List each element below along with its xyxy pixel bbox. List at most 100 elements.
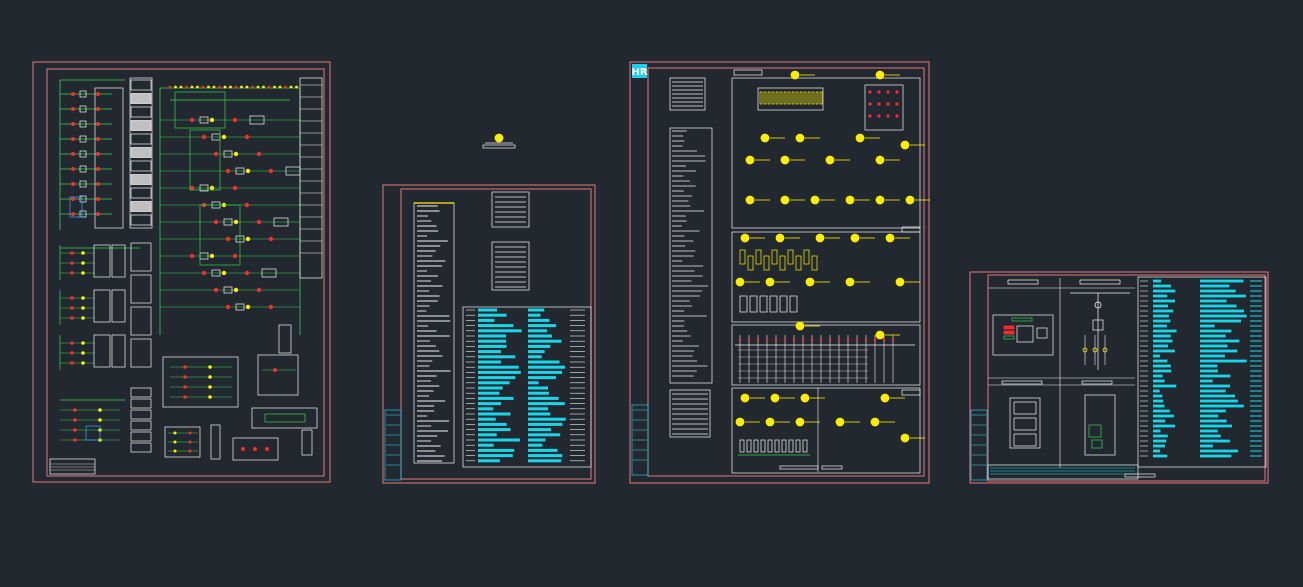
contact-symbol	[189, 253, 195, 259]
parts-cell	[1153, 434, 1168, 438]
device-panel	[992, 314, 1054, 356]
parts-cell	[1200, 434, 1221, 438]
contact-symbol	[73, 408, 77, 412]
coil-symbol	[261, 268, 277, 278]
terminal-tag	[130, 79, 152, 91]
terminal-pin	[788, 439, 794, 453]
contact-symbol	[71, 197, 75, 201]
contact-symbol	[233, 287, 239, 293]
terminal-strip	[129, 77, 153, 229]
parts-cell	[478, 386, 503, 390]
terminal-pin	[781, 439, 787, 453]
parts-cell	[1153, 399, 1164, 403]
parts-cell	[528, 344, 551, 348]
contact-symbol	[245, 85, 249, 89]
component-pin	[803, 91, 807, 105]
contact-symbol	[96, 212, 100, 216]
parts-cell	[1153, 344, 1169, 348]
contact-symbol	[233, 219, 239, 225]
contact-symbol	[71, 167, 75, 171]
sheet-1-control-schematic[interactable]	[32, 61, 331, 483]
terminal-tag	[130, 120, 152, 131]
contact-symbol	[71, 137, 75, 141]
parts-cell	[478, 308, 498, 312]
contact-symbol	[208, 385, 212, 389]
parts-cell	[1153, 414, 1174, 418]
relay-symbol	[223, 286, 233, 294]
relay-symbol	[79, 180, 87, 188]
parts-cell	[1200, 319, 1242, 323]
parts-cell	[478, 433, 497, 437]
ladder-contact	[864, 338, 868, 342]
parts-cell	[1153, 374, 1163, 378]
sheet-3-symbol-legend[interactable]: HR	[629, 61, 930, 484]
legend-section	[731, 231, 921, 323]
parts-cell	[528, 454, 563, 458]
legend-symbol	[845, 195, 855, 205]
contact-symbol	[189, 117, 195, 123]
contact-symbol	[225, 236, 231, 242]
terminal-box	[111, 244, 126, 278]
parts-cell	[1153, 429, 1161, 433]
parts-cell	[478, 402, 502, 406]
contact-symbol	[185, 85, 188, 89]
parts-cell	[1153, 354, 1160, 358]
contact-symbol	[73, 428, 77, 432]
ladder-contact	[756, 338, 760, 342]
terminal-tag	[130, 214, 152, 226]
contact-symbol	[245, 168, 251, 174]
legend-section	[731, 77, 921, 229]
legend-symbol	[805, 277, 815, 287]
parts-cell	[528, 438, 546, 442]
cabinet-module	[1088, 424, 1102, 438]
parts-cell	[1153, 449, 1161, 453]
sub-schematic	[162, 356, 239, 408]
detached-symbol-block[interactable]	[482, 133, 516, 149]
relay-symbol	[211, 269, 221, 277]
parts-cell	[528, 459, 562, 463]
component-pin	[739, 295, 748, 313]
sheet-2-parts-list[interactable]	[382, 184, 596, 484]
contact-symbol	[189, 185, 195, 191]
sheet-4-panel-layout[interactable]	[969, 271, 1269, 484]
feeder-symbol	[1082, 347, 1088, 353]
component-contact	[895, 90, 899, 94]
component-pin	[763, 255, 770, 271]
terminal-box	[94, 87, 124, 229]
rung-loop	[189, 129, 221, 191]
legend-section	[731, 324, 921, 386]
contact-symbol	[295, 85, 298, 89]
contact-symbol	[240, 85, 243, 89]
parts-cell	[1200, 294, 1246, 298]
contact-symbol	[232, 117, 238, 123]
parts-cell	[1153, 404, 1165, 408]
parts-cell	[478, 381, 510, 385]
terminal-tag	[130, 147, 152, 158]
ladder-contact	[819, 338, 823, 342]
parts-cell	[1153, 319, 1171, 323]
legend-symbol	[765, 277, 775, 287]
contact-symbol	[245, 304, 251, 310]
sheet-1-outer-border	[32, 61, 331, 483]
parts-cell	[1153, 309, 1174, 313]
contact-symbol	[208, 365, 212, 369]
contact-symbol	[81, 316, 85, 320]
terminal-tag	[130, 398, 152, 409]
relay-symbol	[79, 150, 87, 158]
legend-symbol	[760, 133, 770, 143]
section-header	[1001, 380, 1043, 385]
parts-cell	[1200, 339, 1240, 343]
contact-symbol	[98, 408, 102, 412]
legend-symbol	[765, 417, 775, 427]
component-contact	[895, 114, 899, 118]
parts-cell	[528, 417, 566, 421]
parts-cell	[478, 417, 496, 421]
contact-symbol	[71, 122, 75, 126]
sheet-1-wiring	[49, 77, 323, 475]
ladder-contact	[855, 338, 859, 342]
parts-cell	[1200, 329, 1232, 333]
contact-symbol	[168, 85, 172, 89]
component-contact	[886, 90, 890, 94]
terminal-tag	[130, 187, 152, 199]
